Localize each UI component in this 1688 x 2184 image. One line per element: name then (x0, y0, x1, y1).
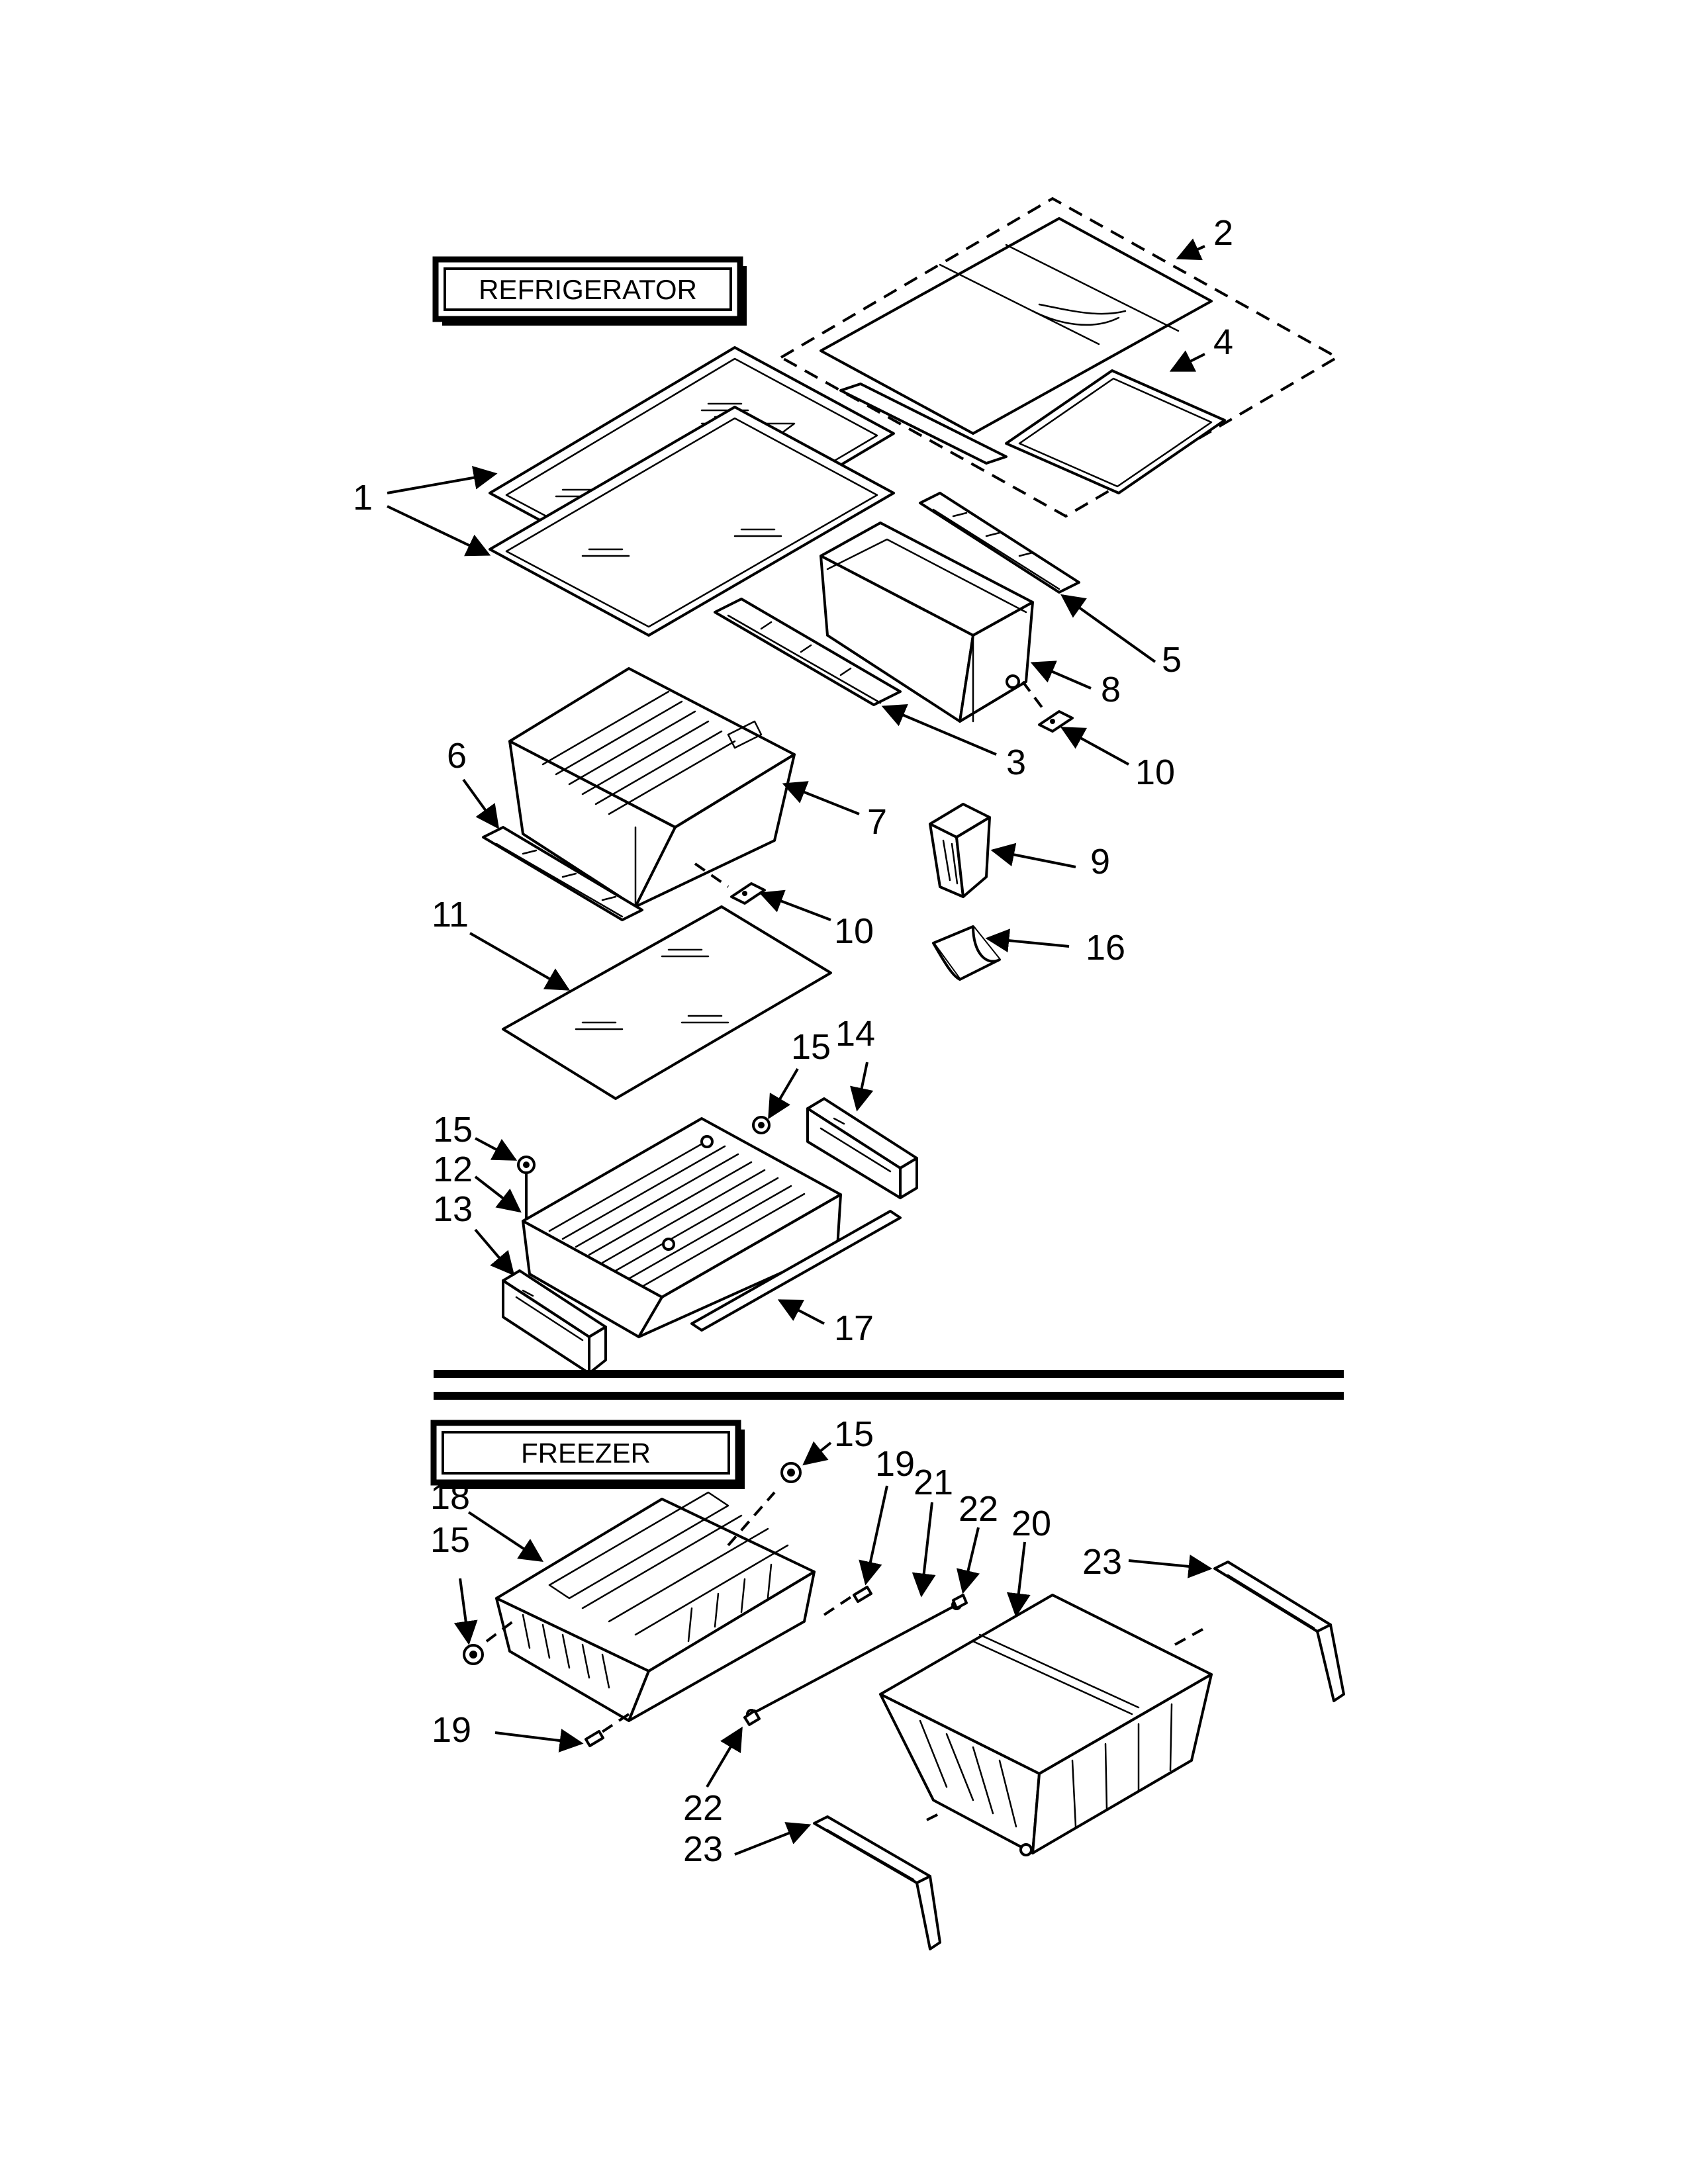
callout-3: 3 (1006, 743, 1026, 782)
wheel-left-ref (517, 1156, 536, 1219)
screw-upper (823, 1586, 872, 1616)
callout-2: 2 (1213, 213, 1233, 253)
freezer-bin (879, 1594, 1213, 1856)
callout-22-upper: 22 (959, 1489, 998, 1529)
callout-12: 12 (433, 1150, 473, 1189)
pin-upper (952, 1594, 968, 1610)
callout-9: 9 (1090, 842, 1110, 882)
crisper-divider (714, 598, 902, 706)
screw-lower (585, 1713, 630, 1747)
callout-19-lower: 19 (432, 1710, 471, 1750)
crisper-rail-right (919, 492, 1080, 594)
callout-5: 5 (1162, 640, 1182, 680)
callout-4: 4 (1213, 322, 1233, 362)
freezer-slide-left (813, 1812, 941, 1950)
callout-15-freezer-left: 15 (430, 1520, 470, 1560)
callout-7: 7 (867, 802, 887, 842)
callout-8: 8 (1101, 670, 1121, 709)
freezer-title: FREEZER (521, 1437, 651, 1469)
callout-23-right: 23 (1082, 1542, 1122, 1582)
wheel-top-freezer (727, 1462, 802, 1547)
callout-10-right: 10 (1135, 752, 1175, 792)
bin-roller-right (1021, 680, 1074, 733)
shelf-glass-bottom (502, 905, 832, 1100)
callout-11: 11 (432, 895, 469, 934)
callout-23-left: 23 (683, 1829, 723, 1869)
crisper-rail-left (482, 826, 643, 921)
filter-housing (932, 925, 1001, 981)
callout-numbers: 1 2 4 5 8 3 10 7 6 9 10 16 11 15 14 15 1… (353, 213, 1233, 1869)
callout-14: 14 (835, 1014, 875, 1054)
air-filter (929, 803, 991, 898)
crisper-cover (820, 217, 1213, 435)
callout-15-ref-left: 15 (433, 1110, 473, 1150)
wheel-right-ref (752, 1116, 771, 1134)
callout-22-lower: 22 (683, 1788, 723, 1828)
wheel-left-freezer (463, 1620, 514, 1665)
callout-13: 13 (433, 1189, 473, 1229)
freezer-slide-right (1174, 1561, 1345, 1702)
callout-16: 16 (1086, 928, 1125, 968)
pantry-drawer (522, 1117, 842, 1338)
callout-10-left: 10 (834, 911, 874, 951)
callout-17: 17 (834, 1308, 874, 1348)
callout-1: 1 (353, 478, 373, 518)
part-2-4-assembly (778, 197, 1340, 518)
callout-18: 18 (430, 1477, 470, 1517)
freezer-title-box: FREEZER (430, 1420, 745, 1489)
callout-20: 20 (1011, 1504, 1051, 1543)
freezer-basket-upper (495, 1491, 816, 1722)
drawer-rail (690, 1210, 902, 1332)
crisper-bin-right (820, 522, 1034, 723)
callout-21: 21 (914, 1463, 953, 1502)
refrigerator-title-box: REFRIGERATOR (432, 256, 747, 326)
refrigerator-title: REFRIGERATOR (479, 274, 697, 305)
pin-lower (743, 1709, 761, 1726)
callout-6: 6 (447, 736, 467, 776)
leader-arrows (387, 238, 1213, 1856)
pantry-bracket-left (502, 1269, 607, 1375)
pantry-bracket-right (806, 1097, 918, 1199)
shelf-glass-lower (489, 406, 895, 637)
section-separator (434, 1370, 1344, 1400)
callout-19-upper: 19 (875, 1444, 915, 1484)
callout-15-ref-right: 15 (791, 1027, 831, 1067)
callout-15-freezer-top: 15 (834, 1414, 874, 1454)
crisper-bin-left (508, 667, 796, 908)
